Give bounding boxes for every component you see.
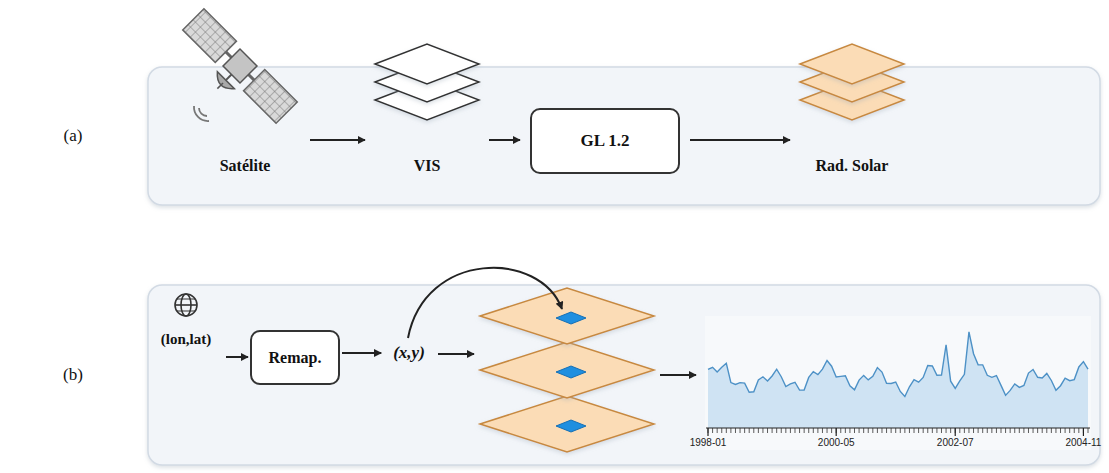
satellite-icon	[171, 9, 298, 136]
node-label: Satélite	[220, 157, 271, 175]
icon-caption: Satélite	[190, 8, 300, 180]
time-series-chart	[705, 316, 1091, 450]
coordinate-label: (x,y)	[383, 338, 435, 368]
process-box: Remap.	[250, 330, 340, 385]
flow-arrow	[310, 139, 365, 141]
curved-arrow	[408, 268, 562, 338]
node-label: (x,y)	[393, 343, 425, 363]
image-stack	[800, 44, 904, 120]
axis-tick-label: 1998-01	[690, 437, 727, 448]
flow-arrow	[489, 139, 520, 141]
flow-arrow	[342, 352, 381, 354]
node-label: GL 1.2	[580, 131, 629, 151]
node-label: Remap.	[269, 349, 322, 367]
image-stack	[375, 44, 479, 120]
icon-caption: (lon,lat)	[148, 292, 224, 364]
icon-caption: Rad. Solar	[800, 40, 904, 178]
panel-letter: (b)	[63, 365, 83, 385]
flow-arrow	[226, 356, 248, 358]
signal-waves	[194, 106, 209, 121]
node-label: (lon,lat)	[161, 331, 211, 348]
panel-outline	[148, 67, 1100, 205]
axis-tick-label: 2004-11	[1065, 437, 1101, 448]
panel-outline	[148, 285, 1100, 465]
panel-letter: (a)	[64, 126, 83, 146]
grid-stack	[480, 288, 654, 452]
axis-tick-label: 2000-05	[818, 437, 855, 448]
axis-tick-label: 2002-07	[937, 437, 974, 448]
process-box: GL 1.2	[530, 108, 680, 174]
arrow	[438, 353, 474, 355]
globe-icon	[175, 294, 197, 316]
node-label: Rad. Solar	[816, 157, 889, 175]
arrow	[660, 374, 696, 376]
icon-caption: VIS	[375, 40, 479, 178]
node-label: VIS	[414, 157, 441, 175]
panel: (a)SatéliteVISGL 1.2Rad. Solar	[148, 67, 1100, 205]
flow-arrow	[690, 139, 790, 141]
